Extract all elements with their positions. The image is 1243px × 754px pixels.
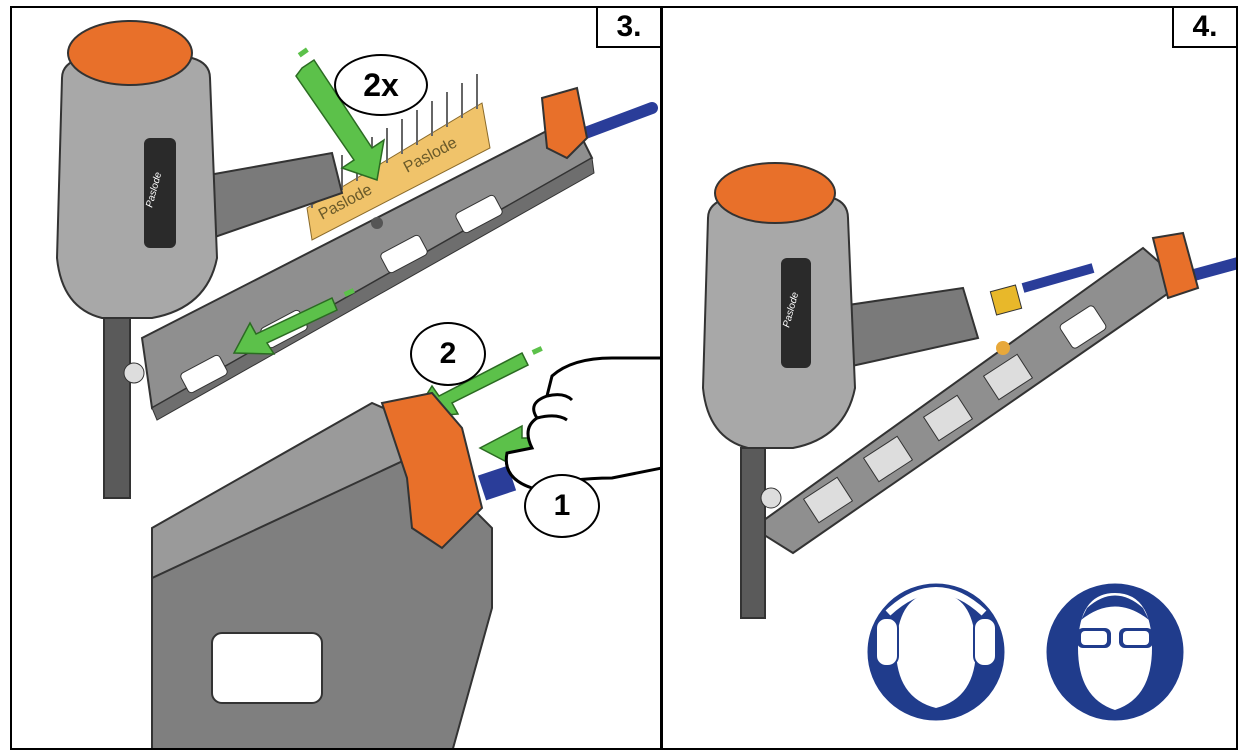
nailer-body: Paslode bbox=[701, 162, 857, 619]
repeat-callout: 2x bbox=[334, 54, 428, 116]
nailer-body: Paslode bbox=[55, 20, 344, 499]
top-cap bbox=[714, 162, 836, 224]
top-cap bbox=[67, 20, 193, 86]
magazine-latch bbox=[540, 86, 589, 160]
step-4-panel: Paslode 4. bbox=[661, 6, 1238, 750]
step-4-illustration: Paslode bbox=[701, 162, 1236, 724]
nailer-magazine bbox=[751, 231, 1200, 555]
step-3-panel: Paslode Paslode Paslode bbox=[10, 6, 662, 750]
step-3-illustration: Paslode Paslode Paslode bbox=[55, 20, 660, 748]
ear-protection-icon bbox=[864, 580, 1008, 724]
step-number: 4. bbox=[1172, 8, 1236, 48]
latch-zoom-detail bbox=[151, 391, 517, 748]
sequence-callout-2: 2 bbox=[410, 322, 486, 386]
step-number: 3. bbox=[596, 8, 660, 48]
eye-protection-icon bbox=[1043, 580, 1187, 724]
nailer-handle bbox=[826, 263, 1095, 370]
sequence-callout-1: 1 bbox=[524, 474, 600, 538]
hand-icon bbox=[504, 356, 660, 490]
